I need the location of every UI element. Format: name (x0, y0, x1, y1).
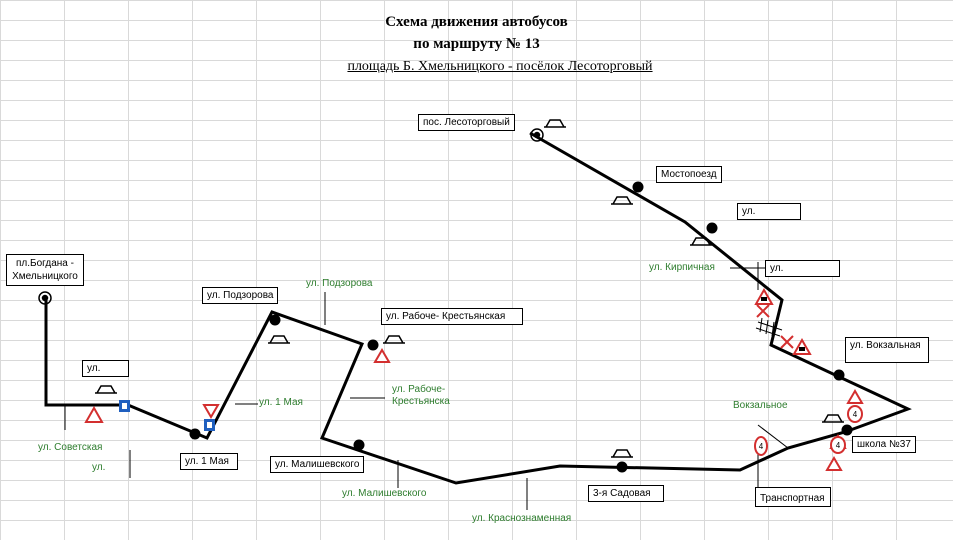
street-1-maya: ул. 1 Мая (259, 397, 303, 408)
terminal-icon (38, 291, 52, 305)
stop-podzorova: ул. Подзорова (202, 287, 279, 304)
stop-malishevskogo: ул. Малишевского (270, 456, 365, 473)
stop-dot (353, 439, 365, 451)
stop-dot (841, 424, 853, 436)
warning-icon (825, 456, 843, 471)
route-line (44, 131, 912, 485)
railway-crossing (755, 317, 783, 337)
warning-icon (84, 405, 104, 423)
street-ul: ул. (92, 462, 106, 473)
street-sovetskaya: ул. Советская (38, 442, 103, 453)
title-line-3: площадь Б. Хмельницкого - посёлок Лесото… (347, 59, 653, 74)
stop-dot (616, 461, 628, 473)
stop-khmelnitsky: пл.Богдана - Хмельницкого (6, 254, 84, 286)
stop-points (189, 181, 853, 473)
street-rabochekrest: ул. Рабоче- Крестьянска (392, 384, 450, 407)
stop-mostopoezd: Мостопоезд (656, 166, 722, 183)
warning-icon (754, 287, 774, 305)
street-krasnoznamennaya: ул. Краснознаменная (472, 513, 572, 524)
bus-shelter-icon (611, 449, 633, 458)
speed-limit-sign: 4 (830, 436, 846, 454)
warning-icon (792, 337, 812, 355)
street-vokzalnoe: Вокзальное (733, 400, 788, 411)
stop-dot (706, 222, 718, 234)
speed-limit-value: 4 (836, 441, 841, 450)
crosswalk-icon (204, 419, 215, 431)
stop-shkola37: школа №37 (852, 436, 916, 453)
bus-shelter-icon (822, 414, 844, 423)
street-podzorova: ул. Подзорова (306, 278, 373, 289)
street-kirpichnaya: ул. Кирпичная (649, 262, 715, 273)
terminal-icon (530, 128, 544, 142)
bus-shelter-icon (383, 335, 405, 344)
stop-transportnaya: Транспортная (755, 487, 831, 507)
stop-vokzalnaya: ул. Вокзальная (845, 337, 929, 363)
stop-rabochekrest: ул. Рабоче- Крестьянская (381, 308, 523, 325)
stop-dot (632, 181, 644, 193)
speed-limit-value: 4 (759, 442, 764, 451)
stop-dot (367, 339, 379, 351)
stop-ul-left: ул. (82, 360, 129, 377)
bus-shelter-icon (690, 237, 712, 246)
stop-dot (189, 428, 201, 440)
title-line-1: Схема движения автобусов (385, 14, 568, 30)
bus-shelter-icon (95, 385, 117, 394)
bus-shelter-icons (95, 119, 844, 458)
bus-shelter-icon (268, 335, 290, 344)
speed-limit-sign: 4 (754, 436, 768, 456)
warning-icon (846, 389, 864, 404)
warning-icon (373, 348, 391, 363)
stop-dot (269, 314, 281, 326)
bus-shelter-icon (544, 119, 566, 128)
crosswalk-icon (119, 400, 130, 412)
speed-limit-sign: 4 (847, 405, 863, 423)
stop-sadovaya-3: 3-я Садовая (588, 485, 664, 502)
stop-dot (833, 369, 845, 381)
speed-limit-value: 4 (853, 410, 858, 419)
stop-1-maya: ул. 1 Мая (180, 453, 238, 470)
yield-icon (202, 404, 220, 419)
street-malishevskogo: ул. Малишевского (342, 488, 427, 499)
bus-shelter-icon (611, 196, 633, 205)
railway-cross-icon (756, 304, 794, 349)
stop-ul-top: ул. (737, 203, 801, 220)
title-line-2: по маршруту № 13 (413, 36, 540, 52)
stop-lesotorgovy: пос. Лесоторговый (418, 114, 515, 131)
stop-ul-kirpichnaya: ул. (765, 260, 840, 277)
